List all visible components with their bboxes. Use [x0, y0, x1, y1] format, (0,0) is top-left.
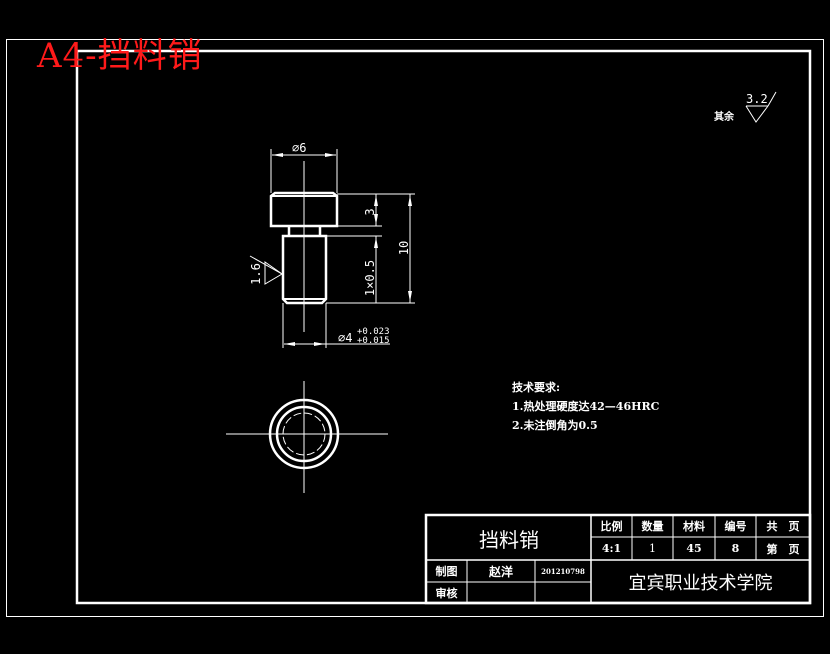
institution-name: 宜宾职业技术学院	[628, 572, 773, 594]
header-number: 编号	[724, 520, 747, 533]
top-view	[226, 381, 388, 493]
dim-total-length: 10	[397, 241, 411, 255]
surface-finish-other-value: 3.2	[746, 92, 768, 106]
header-material: 材料	[683, 520, 705, 533]
technical-requirements: 技术要求: 1.热处理硬度达42—46HRC 2.未注倒角为0.5	[512, 378, 659, 435]
front-view	[249, 91, 777, 348]
value-page: 第 页	[766, 542, 800, 556]
drawn-by-name: 赵洋	[488, 564, 513, 579]
tech-req-item-1: 1.热处理硬度达42—46HRC	[512, 400, 660, 413]
drawn-by-id: 201210798	[541, 566, 585, 576]
header-quantity: 数量	[641, 520, 664, 533]
sheet-label: A4-挡料销	[37, 36, 203, 76]
title-block-lines	[424, 513, 812, 605]
checked-by-id	[535, 582, 591, 603]
dim-shaft-tol-lower: +0.015	[357, 336, 390, 346]
dim-head-diameter: ⌀6	[292, 141, 306, 155]
header-total-pages: 共 页	[766, 520, 800, 533]
dim-head-height: 3	[363, 208, 377, 215]
dim-shaft-tol-upper: +0.023	[357, 327, 390, 337]
surface-finish-side-value: 1.6	[249, 263, 263, 285]
value-scale: 4:1	[601, 542, 622, 555]
dim-shaft-diameter: ⌀4	[338, 331, 352, 345]
header-scale: 比例	[600, 520, 623, 533]
tech-req-item-2: 2.未注倒角为0.5	[512, 419, 598, 432]
dim-undercut: 1×0.5	[363, 260, 377, 296]
title-part-name: 挡料销	[479, 527, 539, 552]
surface-finish-other-label: 其余	[714, 110, 735, 123]
tech-req-title: 技术要求:	[512, 381, 561, 394]
value-material: 45	[686, 542, 702, 555]
checked-by-name	[467, 582, 535, 603]
outer-border	[6, 39, 824, 617]
checked-by-label: 审核	[435, 586, 458, 600]
value-number: 8	[731, 542, 740, 555]
value-quantity: 1	[649, 542, 656, 555]
drawn-by-label: 制图	[435, 565, 458, 578]
